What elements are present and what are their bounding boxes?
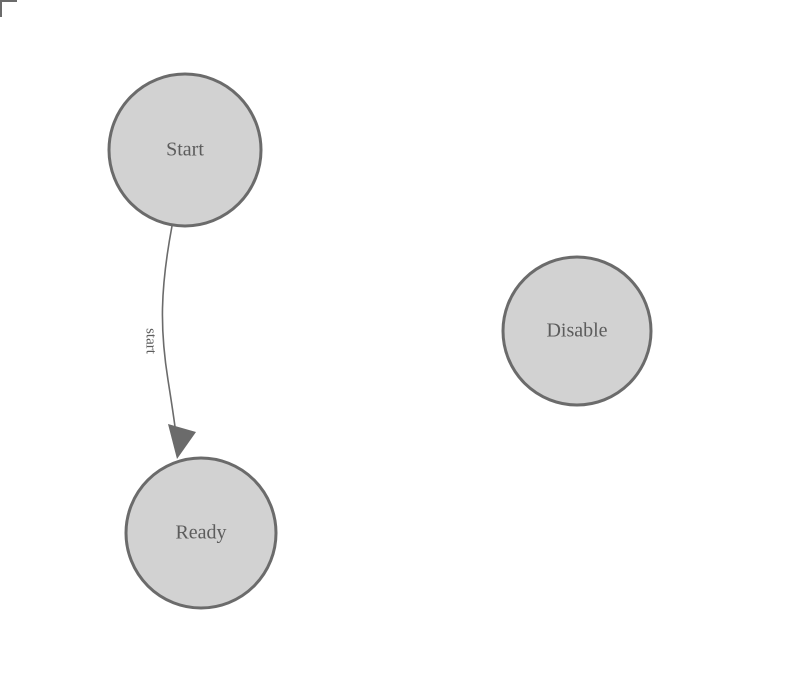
edge-arrowhead-icon bbox=[168, 424, 196, 459]
corner-bracket-icon bbox=[0, 0, 17, 17]
edge-label-start: start bbox=[143, 328, 159, 355]
edge-start-to-ready[interactable]: start bbox=[143, 225, 196, 459]
node-ready[interactable]: Ready bbox=[124, 456, 278, 610]
node-start-label: Start bbox=[166, 139, 204, 161]
node-ready-label: Ready bbox=[175, 522, 226, 544]
node-disable-label: Disable bbox=[546, 320, 607, 342]
node-start-circle[interactable] bbox=[107, 72, 263, 228]
node-disable[interactable]: Disable bbox=[501, 255, 653, 407]
edge-path bbox=[161, 225, 179, 453]
node-disable-circle[interactable] bbox=[501, 255, 653, 407]
node-start[interactable]: Start bbox=[107, 72, 263, 228]
node-ready-circle[interactable] bbox=[124, 456, 278, 610]
